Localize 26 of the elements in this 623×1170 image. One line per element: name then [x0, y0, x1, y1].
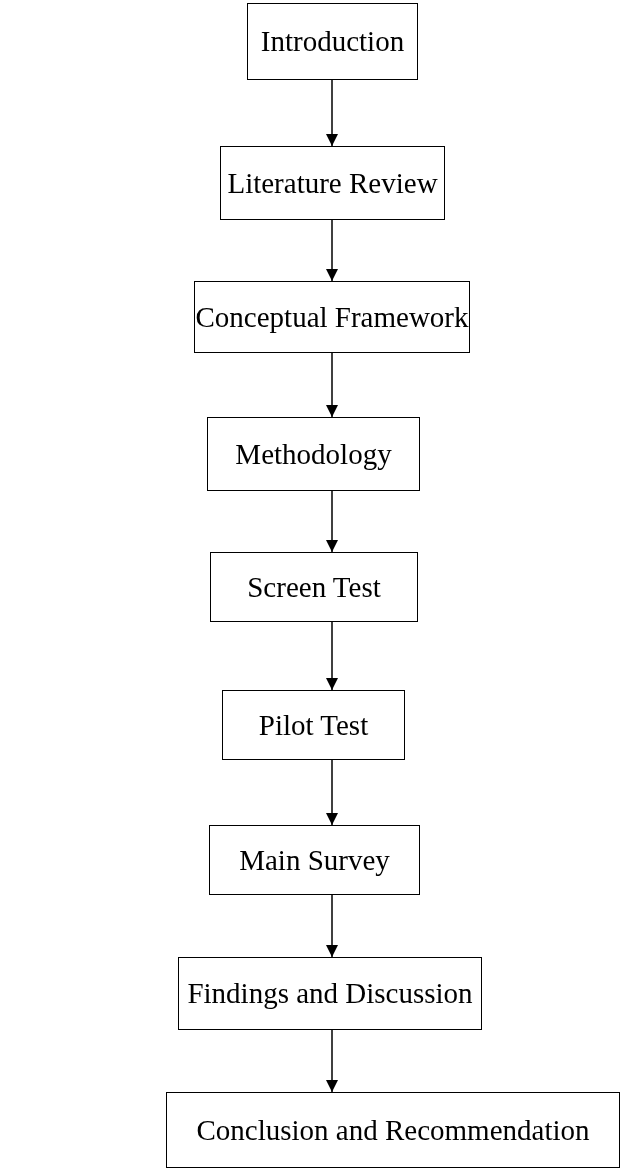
box-label: Findings and Discussion [187, 977, 473, 1010]
box-label: Literature Review [227, 166, 438, 200]
arrow [326, 1029, 338, 1093]
arrow [326, 759, 338, 826]
process-box [194, 281, 470, 353]
box-label: Conceptual Framework [195, 300, 469, 334]
process-box [220, 146, 445, 220]
process-box [207, 417, 420, 491]
arrow [326, 352, 338, 418]
arrow [326, 490, 338, 553]
box-label: Introduction [260, 25, 405, 58]
process-box [222, 690, 405, 760]
process-box [166, 1092, 620, 1168]
process-box [210, 552, 418, 622]
process-box [247, 3, 418, 80]
process-box [178, 957, 482, 1030]
arrow [326, 219, 338, 282]
arrow [326, 894, 338, 958]
box-label: Screen Test [247, 570, 381, 604]
box-label: Main Survey [239, 843, 390, 877]
arrow [326, 621, 338, 691]
process-box [209, 825, 420, 895]
box-label: Methodology [235, 437, 392, 471]
box-label: Conclusion and Recommendation [196, 1113, 590, 1147]
arrow [326, 79, 338, 147]
box-label: Pilot Test [258, 708, 369, 742]
